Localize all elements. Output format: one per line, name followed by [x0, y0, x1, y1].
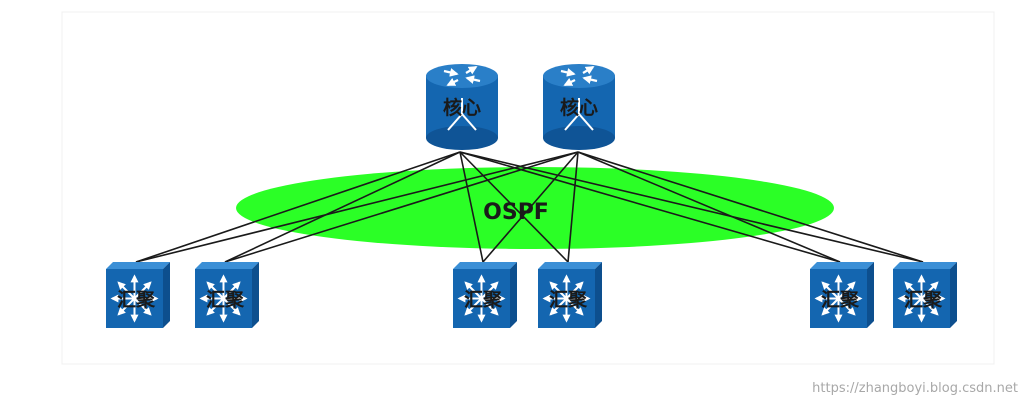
- link-core2-agg1: [135, 151, 579, 263]
- link-core1-agg2: [224, 151, 461, 263]
- link-core1-agg5: [459, 151, 841, 263]
- link-core2-agg6: [577, 151, 924, 263]
- link-core2-agg2: [224, 151, 579, 263]
- aggregation-switch-5[interactable]: 汇聚: [810, 262, 874, 328]
- link-core2-agg3: [482, 151, 579, 263]
- aggregation-switch-4[interactable]: 汇聚: [538, 262, 602, 328]
- aggregation-switch-label: 汇聚: [549, 289, 588, 311]
- link-core2-agg5: [577, 151, 841, 263]
- watermark: https://zhangboyi.blog.csdn.net: [812, 381, 1018, 396]
- aggregation-switch-1[interactable]: 汇聚: [106, 262, 170, 328]
- aggregation-switch-6[interactable]: 汇聚: [893, 262, 957, 328]
- ospf-label: OSPF: [483, 200, 549, 225]
- aggregation-switch-label: 汇聚: [904, 289, 943, 311]
- links: [135, 151, 924, 263]
- link-core1-agg1: [135, 151, 461, 263]
- aggregation-switch-label: 汇聚: [117, 289, 156, 311]
- core-router-2[interactable]: 核心: [543, 64, 615, 150]
- aggregation-switch-label: 汇聚: [206, 289, 245, 311]
- link-core1-agg3: [459, 151, 484, 263]
- core-router-1[interactable]: 核心: [426, 64, 498, 150]
- link-core2-agg4: [567, 151, 579, 263]
- aggregation-switch-2[interactable]: 汇聚: [195, 262, 259, 328]
- core-router-label: 核心: [560, 96, 598, 119]
- aggregation-switch-label: 汇聚: [464, 289, 503, 311]
- core-router-label: 核心: [443, 96, 481, 119]
- link-core1-agg6: [459, 151, 924, 263]
- aggregation-switch-label: 汇聚: [821, 289, 860, 311]
- aggregation-switch-3[interactable]: 汇聚: [453, 262, 517, 328]
- link-core1-agg4: [459, 151, 569, 263]
